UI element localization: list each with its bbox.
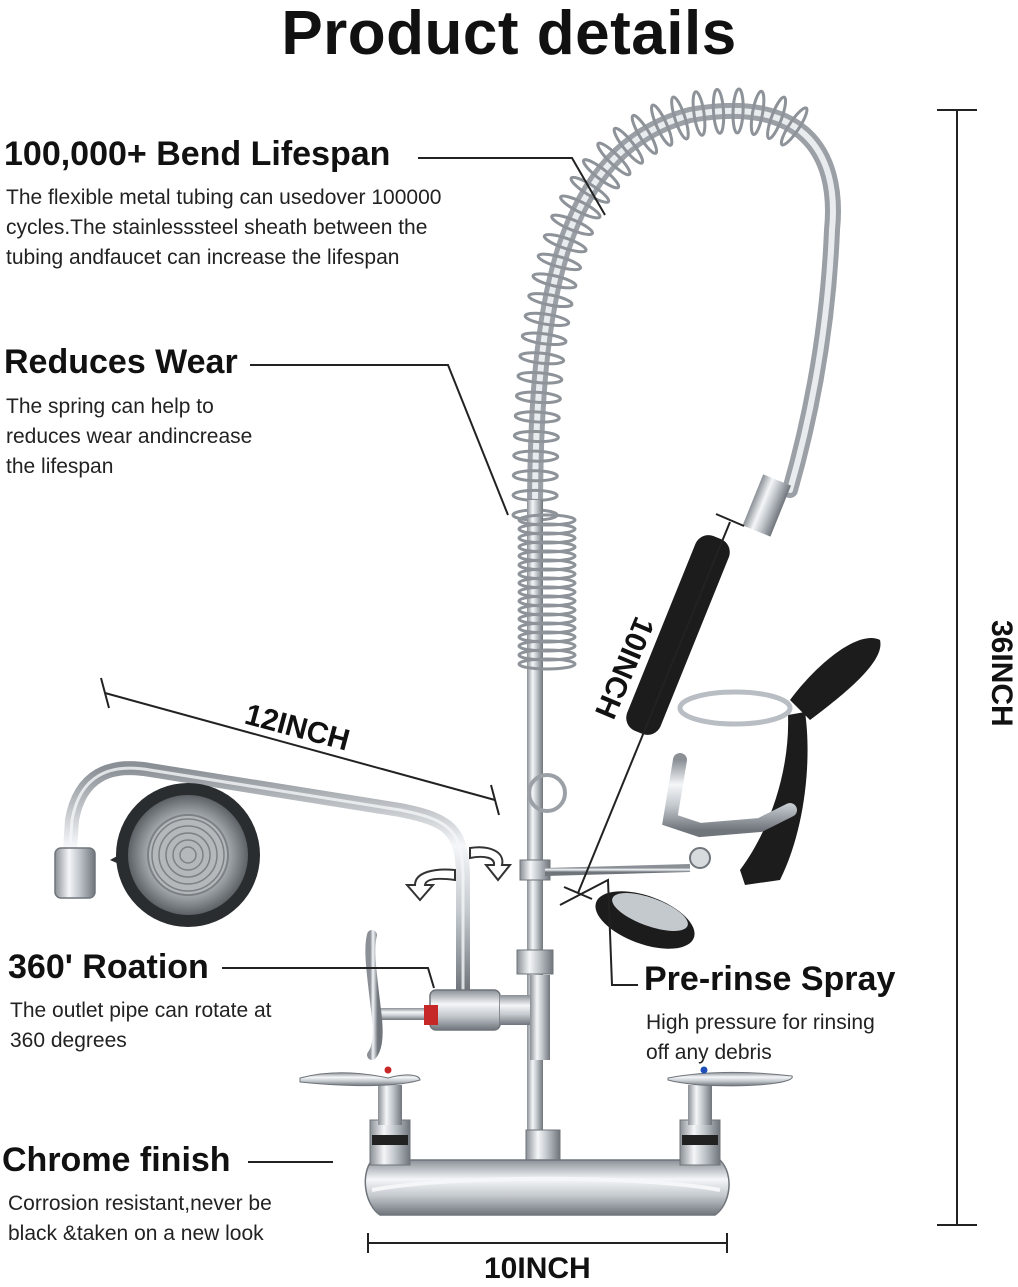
pre-rinse-description: High pressure for rinsing off any debris	[646, 1008, 875, 1068]
rotation-heading: 360' Roation	[8, 948, 209, 986]
riser-pipe	[527, 500, 543, 1160]
bend-lifespan-heading: 100,000+ Bend Lifespan	[4, 135, 391, 173]
description-line: The spring can help to	[6, 395, 214, 418]
callout-lines	[222, 157, 638, 1163]
description-line: High pressure for rinsing	[646, 1011, 875, 1034]
height-dimension-label: 36INCH	[985, 620, 1018, 727]
reduces-wear-heading: Reduces Wear	[4, 343, 238, 381]
sprayer-lever	[790, 638, 881, 720]
hot-handle	[299, 1072, 421, 1087]
description-line: The flexible metal tubing can usedover 1…	[6, 186, 442, 209]
description-line: The outlet pipe can rotate at	[10, 999, 272, 1022]
description-line: tubing andfaucet can increase the lifesp…	[6, 246, 400, 269]
description-line: reduces wear andincrease	[6, 425, 253, 448]
pre-rinse-heading: Pre-rinse Spray	[644, 960, 896, 998]
description-line: 360 degrees	[10, 1029, 127, 1052]
reduces-wear-description: The spring can help to reduces wear andi…	[6, 392, 252, 482]
chrome-finish-description: Corrosion resistant,never be black &take…	[8, 1189, 272, 1249]
description-line: Corrosion resistant,never be	[8, 1192, 272, 1215]
description-line: cycles.The stainlesssteel sheath between…	[6, 216, 428, 239]
description-line: the lifespan	[6, 455, 114, 478]
chrome-finish-heading: Chrome finish	[2, 1141, 231, 1179]
page-title: Product details	[281, 0, 737, 68]
bend-lifespan-description: The flexible metal tubing can usedover 1…	[6, 183, 441, 273]
riser-spring	[517, 513, 577, 671]
cold-handle	[667, 1071, 793, 1087]
description-line: black &taken on a new look	[8, 1222, 264, 1245]
description-line: off any debris	[646, 1041, 772, 1064]
dimension-lines	[100, 109, 977, 1253]
rotation-description: The outlet pipe can rotate at 360 degree…	[10, 996, 272, 1056]
base-manifold	[364, 1159, 730, 1216]
base-dimension-label: 10INCH	[484, 1252, 591, 1285]
